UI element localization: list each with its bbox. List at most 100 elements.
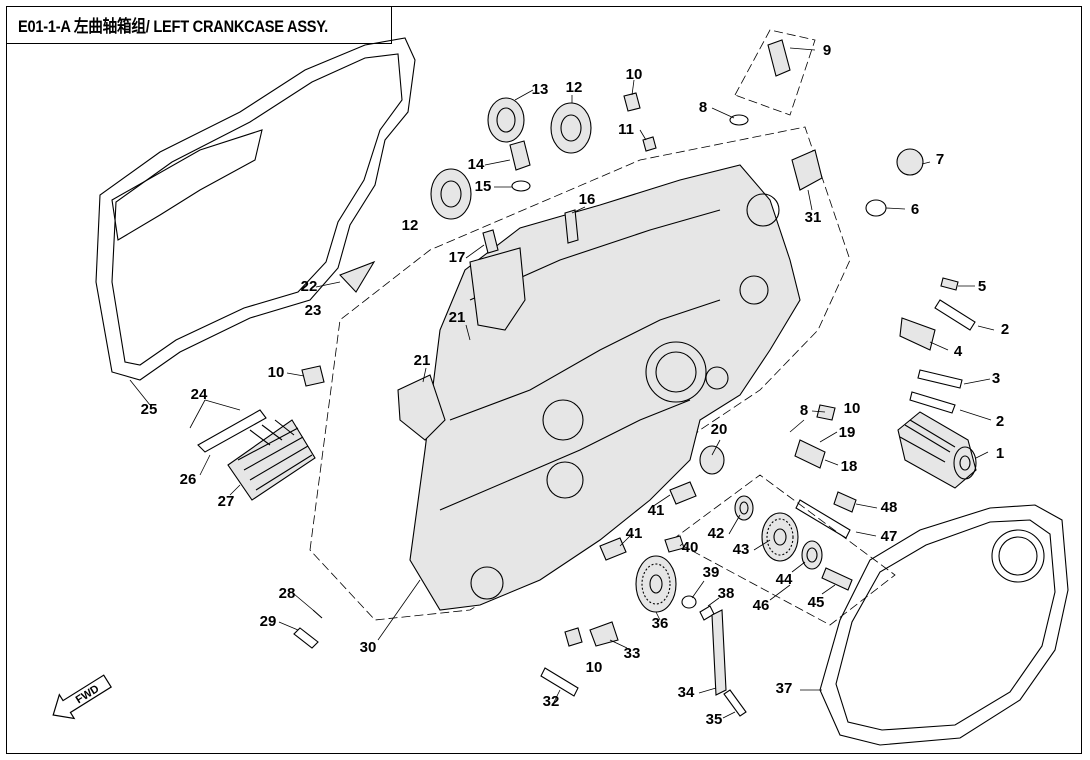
callout-47: 47 (881, 528, 898, 545)
callout-46: 46 (753, 597, 770, 614)
callout-22: 22 (301, 278, 318, 295)
seal-28 (312, 609, 323, 619)
left-gasket-25-inner (111, 53, 403, 366)
washer-39 (681, 595, 697, 609)
gear-36 (635, 555, 677, 613)
callout-25: 25 (141, 401, 158, 418)
bolt-3 (917, 369, 963, 389)
diagram-title: E01-1-A 左曲轴箱组/ LEFT CRANKCASE ASSY. (18, 17, 328, 36)
plate-23 (339, 260, 376, 293)
callout-27: 27 (218, 493, 235, 510)
dowel-40 (664, 535, 685, 553)
washer-42 (734, 495, 754, 521)
bracket-34 (711, 609, 727, 696)
sensor-14 (509, 140, 531, 171)
sensor-group-dashed-outline (734, 29, 816, 116)
right-gasket-37-inner (835, 519, 1056, 731)
callout-10-top: 10 (626, 66, 643, 83)
gear-group-dashed-outline (671, 474, 896, 626)
callout-30: 30 (360, 639, 377, 656)
plug-48 (833, 491, 857, 513)
callout-21-mid: 21 (414, 352, 431, 369)
callout-20: 20 (711, 421, 728, 438)
callout-44: 44 (776, 571, 793, 588)
callout-5: 5 (978, 278, 986, 295)
bolt-2-mid (909, 391, 956, 414)
pipe-4 (899, 317, 936, 351)
callout-10-right: 10 (844, 400, 861, 417)
crankcase-rib-3 (439, 399, 691, 511)
left-gasket-window (111, 129, 263, 241)
callout-10-left: 10 (268, 364, 285, 381)
callout-12-left: 12 (402, 217, 419, 234)
bracket-33 (589, 621, 619, 647)
callout-26: 26 (180, 471, 197, 488)
callout-32: 32 (543, 693, 560, 710)
bearing-12-top (550, 102, 592, 154)
callout-7: 7 (936, 151, 944, 168)
right-gasket-ring (991, 529, 1045, 583)
bolt-35 (723, 689, 747, 717)
crankcase-bore-lower (546, 461, 584, 499)
bearing-44 (801, 540, 823, 570)
callout-21-top: 21 (449, 309, 466, 326)
crankcase-rib-2 (449, 299, 721, 421)
callout-23: 23 (305, 302, 322, 319)
crankcase-bore-small (705, 366, 729, 390)
callout-29: 29 (260, 613, 277, 630)
callout-15: 15 (475, 178, 492, 195)
washer-15 (511, 180, 531, 192)
crankcase-bore-large-inner (655, 351, 697, 393)
sensor-9 (767, 39, 791, 77)
callout-12-top: 12 (566, 79, 583, 96)
callout-2-bottom: 2 (996, 413, 1004, 430)
bearing-12-left (430, 168, 472, 220)
dowel-10-bottom (564, 627, 583, 647)
callout-10-bottom: 10 (586, 659, 603, 676)
plug-18 (794, 439, 826, 469)
callout-40: 40 (682, 539, 699, 556)
callout-19: 19 (839, 424, 856, 441)
seal-20 (699, 445, 725, 475)
dowel-10-left (301, 365, 325, 387)
callout-35: 35 (706, 711, 723, 728)
oil-strainer-27 (227, 419, 316, 501)
crankcase-bore-top (746, 193, 780, 227)
callout-48: 48 (881, 499, 898, 516)
left-gasket-25 (95, 37, 416, 381)
callout-1: 1 (996, 445, 1004, 462)
crankcase-bore-mid (542, 399, 584, 441)
callout-8-top: 8 (699, 99, 707, 116)
callout-36: 36 (652, 615, 669, 632)
callout-8-mid: 8 (800, 402, 808, 419)
callout-labels: 1 2 2 3 4 5 6 7 8 8 9 10 10 10 10 11 12 … (141, 42, 1010, 728)
plug-31 (791, 149, 823, 191)
callout-31: 31 (805, 209, 822, 226)
right-gasket-ring-inner (998, 536, 1038, 576)
dowel-10-right (816, 404, 836, 421)
gear-43 (761, 512, 799, 562)
callout-2-top: 2 (1001, 321, 1009, 338)
left-bracket (397, 374, 446, 441)
shaft-41-top (669, 481, 697, 505)
pin-16 (564, 209, 579, 244)
callout-18: 18 (841, 458, 858, 475)
title-box: E01-1-A 左曲轴箱组/ LEFT CRANKCASE ASSY. (6, 6, 392, 44)
strainer-bracket-26 (197, 409, 267, 453)
callout-11: 11 (618, 121, 634, 138)
bolt-32 (540, 667, 579, 697)
fwd-arrow-icon: FWD (52, 674, 112, 720)
callout-45: 45 (808, 594, 825, 611)
o-ring-8 (729, 114, 749, 126)
o-ring-6 (865, 199, 887, 217)
callout-28: 28 (279, 585, 296, 602)
callout-39: 39 (703, 564, 720, 581)
callout-6: 6 (911, 201, 919, 218)
bolt-29 (293, 627, 319, 649)
right-gasket-37 (819, 504, 1069, 746)
cap-7 (896, 148, 924, 176)
shaft-45 (821, 567, 853, 591)
bolt-47 (795, 499, 851, 539)
crankcase-bore-bottom (470, 566, 504, 600)
